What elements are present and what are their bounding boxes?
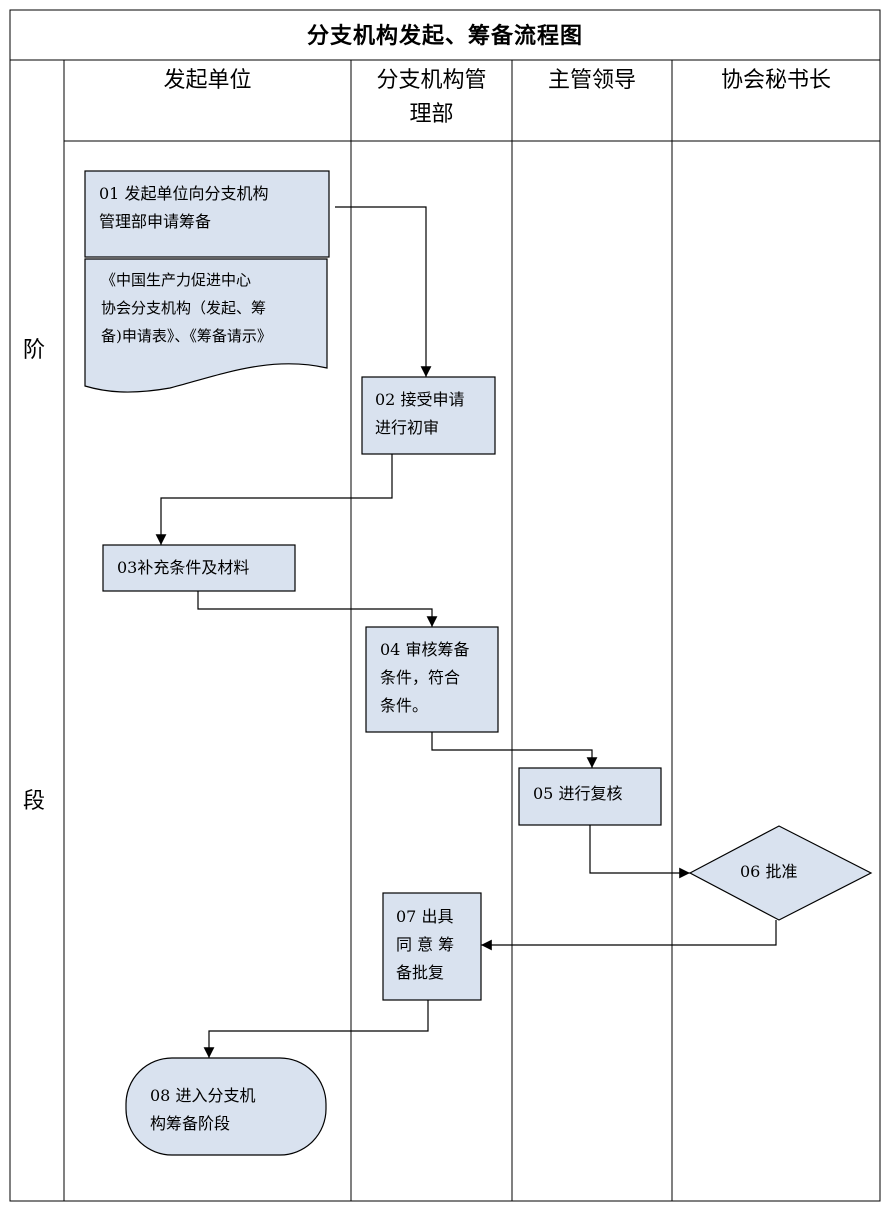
stage-label-top: 阶 xyxy=(22,338,45,363)
lane-header-initiator: 发起单位 xyxy=(163,68,252,93)
step-07-box xyxy=(382,892,482,1001)
arrow-06-to-07 xyxy=(481,920,777,951)
arrow-03-to-04 xyxy=(197,591,438,627)
lane-header-branch-dept: 分支机构管 理部 xyxy=(376,68,487,127)
stage-label-bottom: 段 xyxy=(22,789,45,814)
chart-title: 分支机构发起、筹备流程图 xyxy=(306,24,583,49)
lane-header-secretary-general: 协会秘书长 xyxy=(720,68,831,93)
table-grid xyxy=(9,9,881,1202)
step-03-text: 03补充条件及材料 xyxy=(117,558,250,577)
arrow-01-to-02 xyxy=(335,206,432,377)
document-text: 《中国生产力促进中心 协会分支机构（发起、筹 备)申请表》、《筹备请示》 xyxy=(101,271,272,345)
step-03-box xyxy=(102,544,296,592)
lane-header-supervisor: 主管领导 xyxy=(547,68,636,93)
document-shape xyxy=(84,258,328,393)
step-06-diamond xyxy=(688,825,873,921)
step-01-text: 01 发起单位向分支机构 管理部申请筹备 xyxy=(99,184,269,231)
arrow-04-to-05 xyxy=(431,732,598,768)
arrow-05-to-06 xyxy=(589,825,690,879)
step-05-text: 05 进行复核 xyxy=(533,784,623,803)
step-06-text: 06 批准 xyxy=(740,862,798,881)
step-01-box xyxy=(84,170,330,258)
step-02-box xyxy=(361,376,496,455)
step-08-text: 08 进入分支机 构筹备阶段 xyxy=(150,1086,256,1133)
step-05-box xyxy=(518,767,662,826)
step-08-terminator xyxy=(125,1057,327,1156)
arrow-07-to-08 xyxy=(203,1000,429,1058)
step-04-text: 04 审核筹备 条件，符合 条件。 xyxy=(380,640,470,715)
step-04-box xyxy=(365,626,499,733)
step-07-text: 07 出具 同 意 筹 备批复 xyxy=(396,907,455,982)
step-02-text: 02 接受申请 进行初审 xyxy=(375,390,465,437)
arrow-02-to-03 xyxy=(155,454,393,545)
